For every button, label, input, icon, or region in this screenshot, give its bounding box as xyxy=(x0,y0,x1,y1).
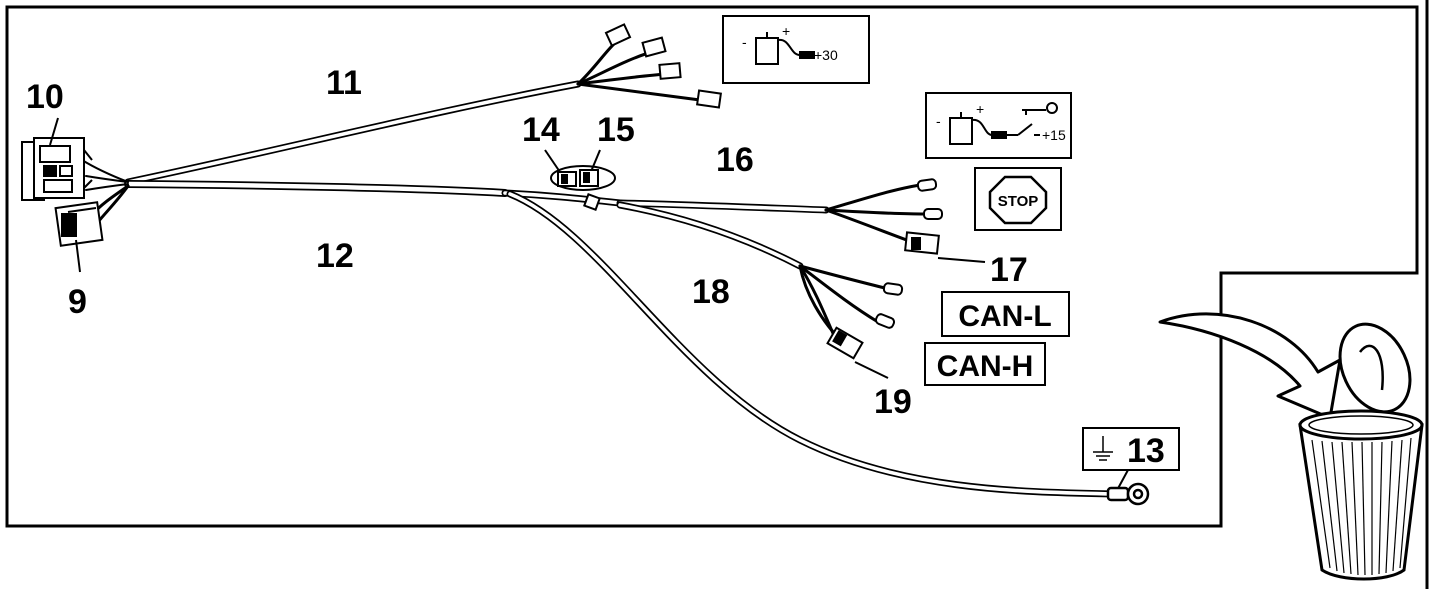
battery-15-minus: - xyxy=(936,113,941,129)
terminals-18 xyxy=(874,282,904,329)
diagram-frame xyxy=(5,5,1419,528)
callout-12: 12 xyxy=(316,237,354,275)
ignition-key-icon xyxy=(1022,102,1058,115)
callout-10: 10 xyxy=(26,78,64,116)
callout-15: 15 xyxy=(597,111,635,149)
callout-18: 18 xyxy=(692,273,730,311)
callout-13: 13 xyxy=(1127,432,1165,470)
trash-bin-icon xyxy=(1298,322,1424,581)
terminals-16 xyxy=(916,178,943,220)
discard-arrow-icon xyxy=(1158,312,1342,420)
stop-box: STOP xyxy=(974,167,1062,231)
connectors-14-15 xyxy=(550,165,616,211)
battery-icon-15 xyxy=(949,112,1040,145)
ground-icon xyxy=(1093,436,1113,461)
ring-terminal-13 xyxy=(1106,482,1150,506)
callout-19: 19 xyxy=(874,383,912,421)
callout-9: 9 xyxy=(68,283,87,321)
callout-17: 17 xyxy=(990,251,1028,289)
connector-19 xyxy=(826,326,864,360)
terminal-30-label: +30 xyxy=(814,47,838,63)
cables xyxy=(81,40,1116,498)
can-l-box: CAN-L xyxy=(941,291,1070,337)
battery-plus: + xyxy=(782,23,790,39)
battery-15-box: - + +15 xyxy=(925,92,1072,159)
stop-label: STOP xyxy=(998,193,1039,210)
battery-30-box: - + +30 xyxy=(722,15,870,84)
callout-11: 11 xyxy=(326,64,362,102)
can-l-label: CAN-L xyxy=(958,300,1051,333)
battery-minus: - xyxy=(742,34,747,50)
callout-16: 16 xyxy=(716,141,754,179)
battery-15-plus: + xyxy=(976,101,984,117)
cable-18 xyxy=(616,201,804,270)
can-h-box: CAN-H xyxy=(924,342,1046,386)
ground-13-box: 13 xyxy=(1082,427,1180,471)
connector-10 xyxy=(21,137,93,201)
terminal-15-label: +15 xyxy=(1042,127,1066,143)
stop-sign-icon xyxy=(988,175,1048,225)
connector-9 xyxy=(54,201,104,247)
callout-14: 14 xyxy=(522,111,560,149)
can-h-label: CAN-H xyxy=(937,350,1034,383)
connector-17 xyxy=(904,231,940,255)
battery-icon xyxy=(755,32,815,65)
connectors-11 xyxy=(604,23,722,109)
